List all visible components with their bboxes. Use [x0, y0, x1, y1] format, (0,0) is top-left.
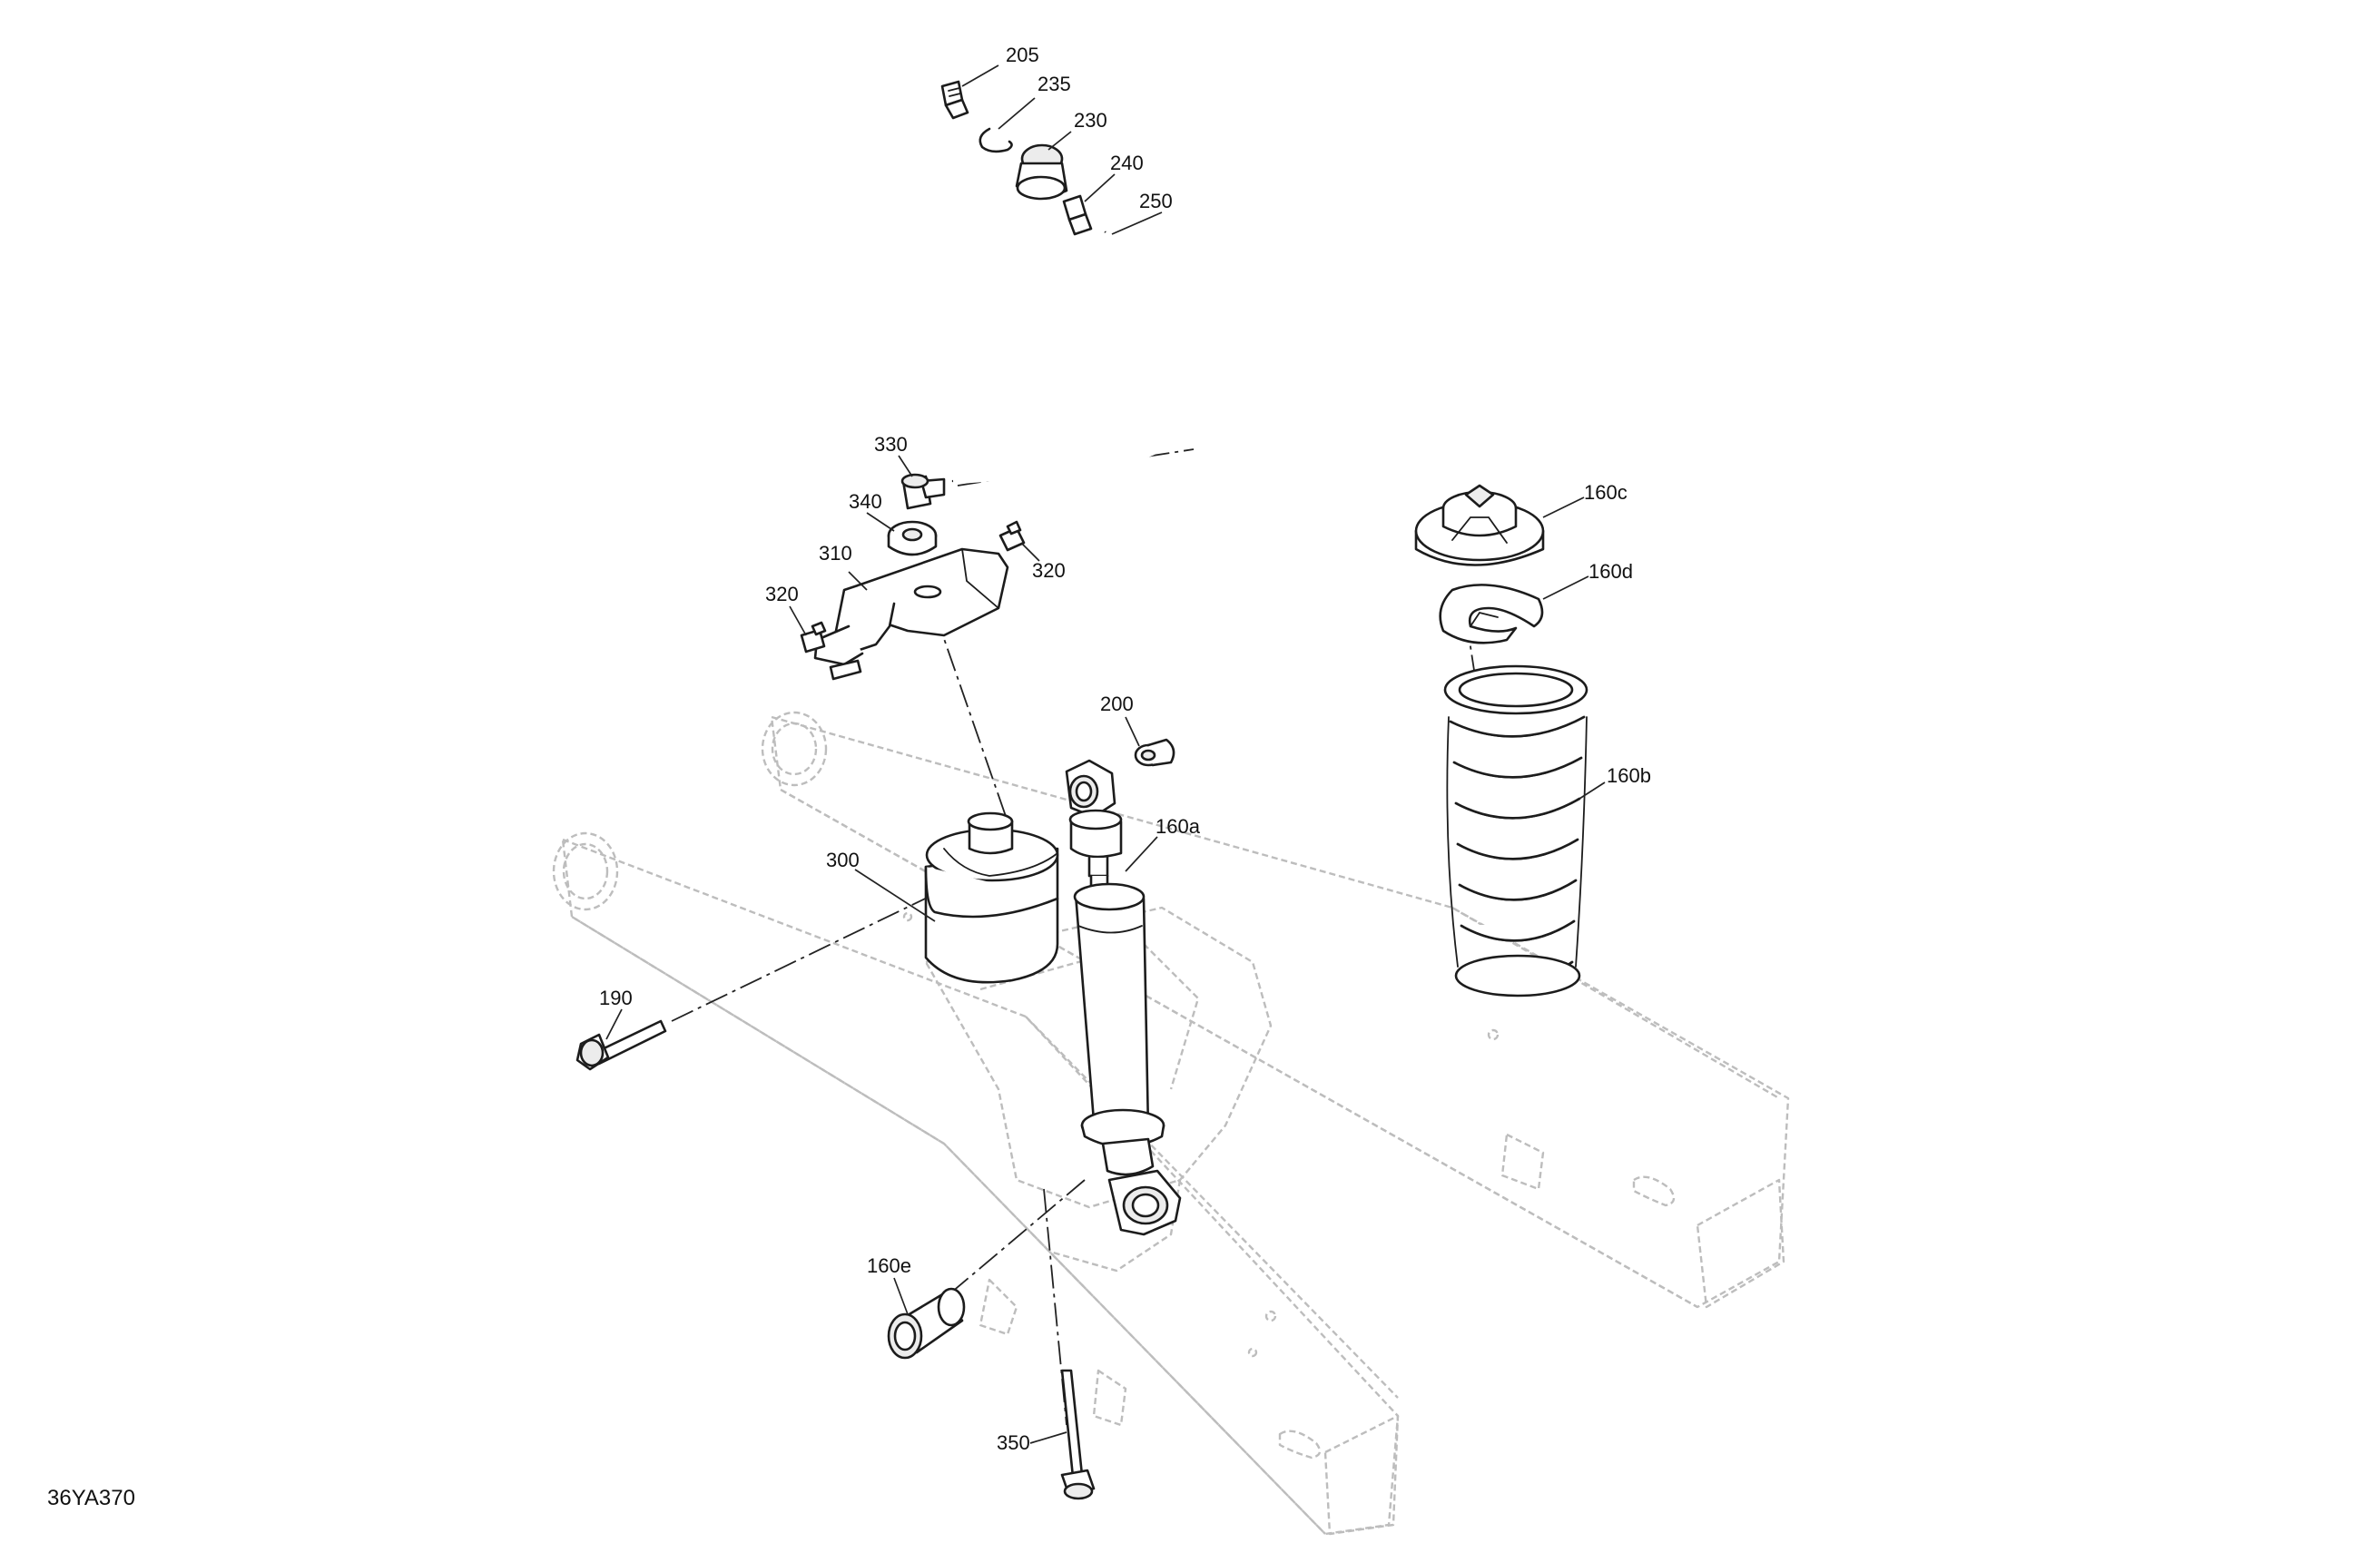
- callout-320-right: 320: [1032, 559, 1066, 582]
- callout-190: 190: [599, 987, 633, 1009]
- callout-205: 205: [1006, 44, 1039, 66]
- part-160b-coil-spring: [1443, 664, 1588, 998]
- callout-160a: 160a: [1156, 815, 1201, 838]
- part-300-air-spring: [924, 811, 1059, 984]
- part-200-bushing: [1134, 738, 1175, 767]
- callout-200: 200: [1100, 693, 1134, 715]
- figure-code: 36YA370: [47, 1486, 135, 1510]
- part-240-fitting: [1062, 194, 1093, 236]
- part-160e-bushing: [887, 1287, 966, 1360]
- part-250-hose: [951, 230, 1202, 485]
- callout-340: 340: [849, 490, 882, 513]
- callout-230: 230: [1074, 109, 1107, 132]
- callout-330: 330: [874, 433, 908, 456]
- part-350-bolt: [1060, 1369, 1096, 1500]
- part-190-bolt: [575, 1019, 667, 1071]
- part-310-bracket: [813, 547, 1009, 681]
- part-320-bolt-left: [800, 621, 827, 654]
- callout-160c: 160c: [1584, 481, 1628, 504]
- leader-lines: [605, 64, 1606, 1444]
- part-160c-spring-seat: [1414, 484, 1545, 566]
- part-235-clip: [979, 127, 1013, 153]
- part-205-fitting: [940, 80, 969, 120]
- part-160a-shock-absorber: [1065, 759, 1182, 1236]
- callout-240: 240: [1110, 152, 1144, 174]
- callout-160e: 160e: [867, 1254, 911, 1277]
- part-330-elbow-fitting: [900, 473, 946, 510]
- callout-235: 235: [1038, 73, 1071, 95]
- part-230-grommet: [1015, 143, 1068, 201]
- callout-350: 350: [997, 1431, 1030, 1454]
- part-340-nut: [887, 520, 938, 556]
- callout-300: 300: [826, 849, 860, 871]
- callout-160d: 160d: [1588, 560, 1633, 583]
- callout-labels: 205 235 230 240 250 330 340 320 310 320 …: [599, 44, 1651, 1454]
- callout-310: 310: [819, 542, 852, 565]
- part-160d-spring-retainer: [1439, 584, 1544, 644]
- callout-250: 250: [1139, 190, 1173, 212]
- callout-320-left: 320: [765, 583, 799, 605]
- callout-160b: 160b: [1607, 764, 1651, 787]
- part-320-bolt-right: [998, 520, 1026, 552]
- swing-arm-frame: [552, 711, 1790, 1536]
